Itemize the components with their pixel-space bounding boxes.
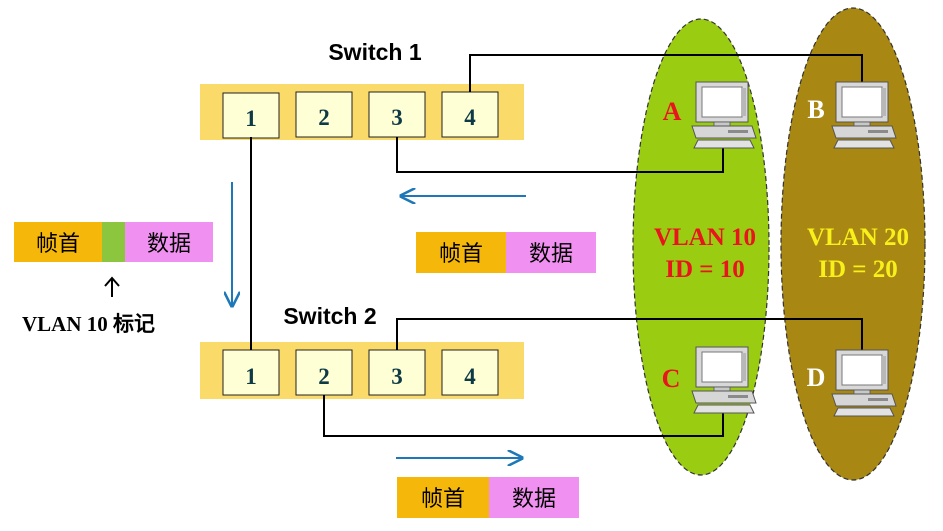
switch1-port-1-label: 1: [245, 106, 257, 131]
untagged-frame-upper: 帧首 数据: [416, 232, 596, 273]
tagged-frame-header: 帧首: [36, 232, 80, 257]
switch1-port-1[interactable]: 1: [222, 92, 280, 139]
computer-a-icon[interactable]: [691, 81, 757, 149]
vlan20-id: ID = 20: [818, 256, 898, 283]
switch1-title: Switch 1: [328, 39, 422, 65]
cable-sw1p3-to-a: [396, 137, 724, 173]
untagged-frame-lower: 帧首 数据: [397, 477, 579, 518]
vlan10-id: ID = 10: [665, 256, 745, 283]
switch1-port-2[interactable]: 2: [295, 91, 353, 138]
switch2-title: Switch 2: [283, 303, 376, 329]
switch2-port-4-label: 4: [464, 364, 476, 389]
tagged-frame: 帧首 数据: [14, 222, 213, 262]
cable-sw1p4-to-b: [469, 54, 863, 92]
host-a-label: A: [663, 97, 682, 126]
cable-sw2p3-to-d: [396, 318, 863, 350]
switch2-port-1[interactable]: 1: [222, 349, 280, 396]
switch2-port-2-label: 2: [318, 364, 330, 389]
switch2-port-3[interactable]: 3: [368, 349, 426, 396]
lower-frame-header: 帧首: [421, 487, 465, 512]
lower-frame-data: 数据: [512, 487, 556, 512]
computer-b-icon[interactable]: [831, 81, 897, 149]
switch2-port-3-label: 3: [391, 364, 403, 389]
switch2-port-4[interactable]: 4: [441, 349, 499, 396]
host-d-label: D: [807, 363, 826, 392]
vlan-tag-field: [102, 222, 125, 262]
host-b-label: B: [807, 95, 824, 124]
switch1-port-3[interactable]: 3: [368, 91, 426, 138]
host-c-label: C: [662, 364, 681, 393]
vlan20-name: VLAN 20: [807, 224, 909, 251]
vlan10-name: VLAN 10: [654, 224, 756, 251]
upper-frame-header: 帧首: [439, 242, 483, 267]
upper-frame-data: 数据: [529, 242, 573, 267]
switch1-port-2-label: 2: [318, 105, 330, 130]
up-arrow-icon: [104, 276, 120, 297]
computer-d-icon[interactable]: [831, 349, 897, 417]
switch2-port-2[interactable]: 2: [295, 349, 353, 396]
vlan-tag-caption: VLAN 10 标记: [22, 312, 155, 336]
switch1-port-4[interactable]: 4: [441, 91, 499, 138]
cables: [250, 54, 863, 437]
switch2-port-1-label: 1: [245, 364, 257, 389]
switch1-port-4-label: 4: [464, 105, 476, 130]
cable-sw2p2-to-c: [323, 395, 724, 437]
tagged-frame-data: 数据: [147, 232, 191, 257]
switch1-port-3-label: 3: [391, 105, 403, 130]
computer-c-icon[interactable]: [691, 346, 757, 414]
